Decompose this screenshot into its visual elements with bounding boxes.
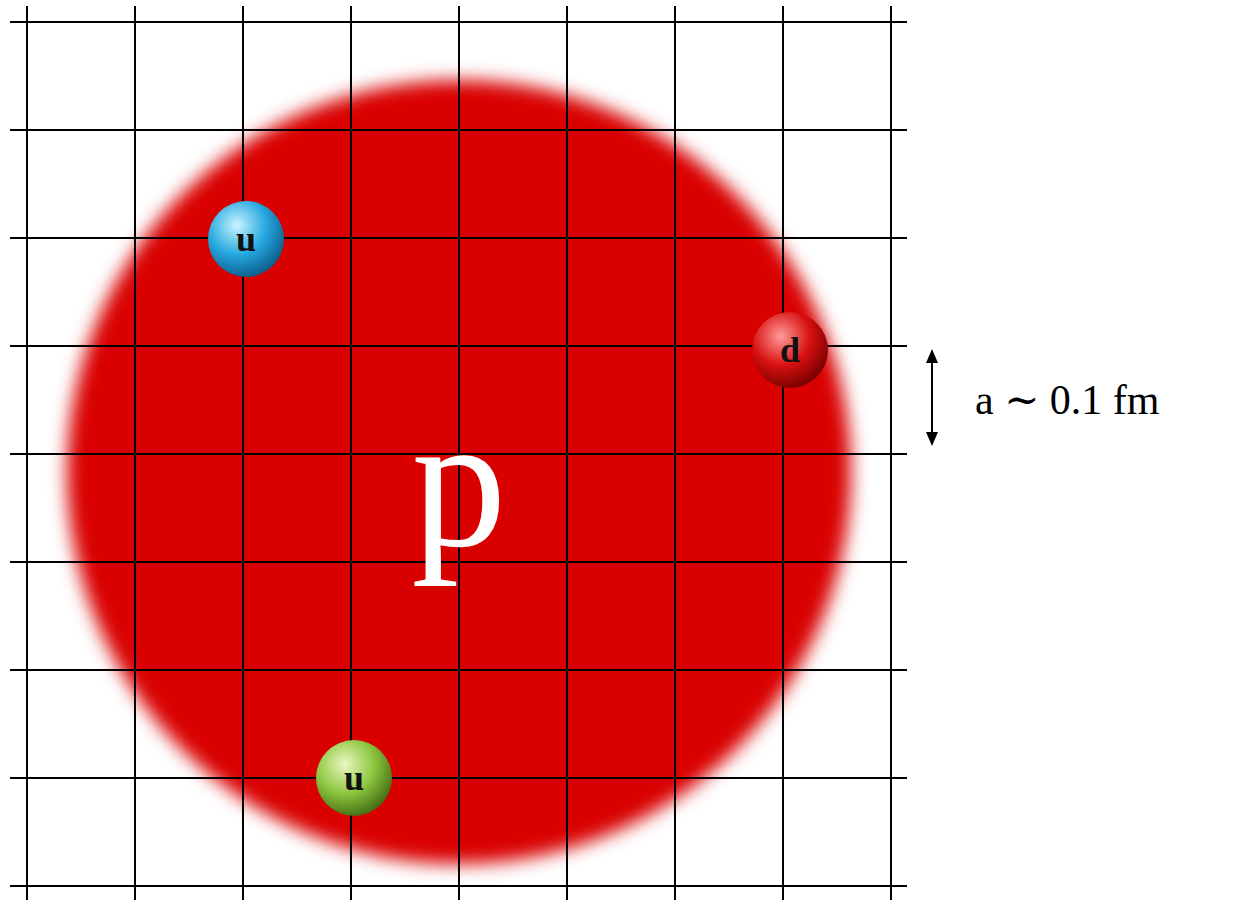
- particle-label: p: [59, 386, 859, 576]
- quark-ball: d: [751, 311, 829, 389]
- quark-ball: u: [315, 739, 393, 817]
- quark-flavor: u: [236, 221, 256, 257]
- quark-flavor: u: [344, 760, 364, 796]
- quark-ball: u: [207, 200, 285, 278]
- quark-flavor: d: [780, 332, 800, 368]
- lattice-spacing-label: a ∼ 0.1 fm: [975, 379, 1160, 421]
